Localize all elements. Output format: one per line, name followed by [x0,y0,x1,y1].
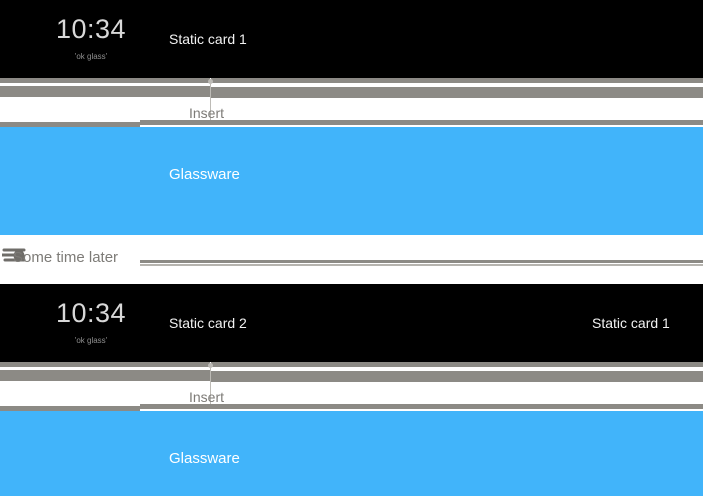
timeline-bar-right-thick-after [211,371,703,382]
timeline-bar-left-thick-after [0,370,210,381]
static-card-2-label: Static card 2 [169,315,247,331]
voice-hint-after: 'ok glass' [74,336,108,345]
timeline-bar-separator-right-before [211,84,703,87]
glass-home-card-before: 10:34 'ok glass' [36,14,146,63]
clock-time: 10:34 [55,14,127,44]
glass-home-card-after: 10:34 'ok glass' [36,298,146,347]
timeline-bar-separator-before [0,83,210,86]
timeline-bar-lower-left-after [0,406,140,411]
insert-label-before: Insert [189,105,225,121]
glassware-label-before: Glassware [169,166,240,183]
timeline-bar-separator-right-after [211,368,703,371]
timeline-bar-right-thick-before [211,87,703,98]
timeline-bar-lower-right-after [140,404,703,409]
timeline-node-dot-after [208,363,213,368]
timeline-bar-left-thin-before [0,78,210,83]
clock-icon [2,247,28,267]
clock-time-after: 10:34 [55,298,127,328]
some-time-later-label: Some time later [13,249,119,266]
timeline-bar-lower-right-before [140,120,703,125]
insert-label-after: Insert [189,389,225,405]
insert-connector-stem-before [210,84,211,122]
glassware-card-before: Glassware [0,127,703,235]
glass-timeline-strip-after: 10:34 'ok glass' Static card 2 Static ca… [0,284,703,362]
timeline-node-dot-before [208,79,213,84]
insert-band-before [0,98,703,122]
timeline-bar-right-thin-after [211,362,703,367]
timeline-bar-left-thin-after [0,362,210,367]
some-time-later-band [0,235,703,283]
glassware-label-after: Glassware [169,450,240,467]
insert-connector-stem-after [210,368,211,406]
timeline-bar-left-thick-before [0,86,210,97]
some-time-later-rule [140,260,703,263]
static-card-1-label: Static card 1 [169,31,247,47]
voice-hint: 'ok glass' [74,52,108,61]
glassware-card-after: Glassware [0,411,703,496]
glass-timeline-strip-before: 10:34 'ok glass' Static card 1 [0,0,703,78]
timeline-bar-right-thin-before [211,78,703,83]
static-card-1-label-after: Static card 1 [592,315,670,331]
timeline-bar-lower-left-before [0,122,140,127]
some-time-later-rule-faint [140,264,703,266]
insert-band-after [0,382,703,406]
timeline-bar-separator-after [0,367,210,370]
